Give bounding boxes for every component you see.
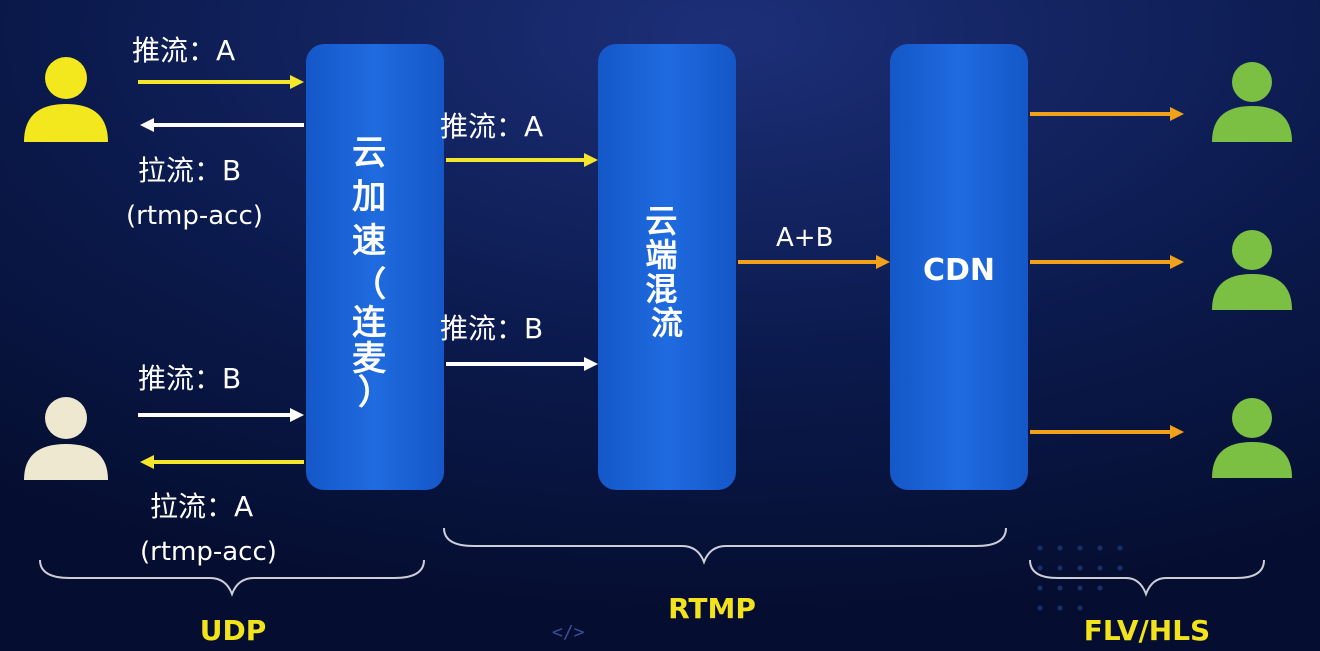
group-label-rtmp: RTMP	[668, 592, 756, 625]
cloud-mixing-box	[598, 44, 736, 490]
group-label-flv-hls: FLV/HLS	[1084, 614, 1210, 647]
arrow-push-b-mid	[446, 357, 598, 371]
brace-udp	[39, 559, 425, 597]
label-pull-a: 拉流：A	[150, 490, 253, 523]
arrow-push-b-left	[138, 408, 304, 422]
label-push-a-left: 推流：A	[132, 34, 235, 67]
arrow-push-a-mid	[446, 153, 598, 167]
acceleration-box	[306, 44, 444, 490]
arrow-pull-a	[140, 455, 304, 469]
arrow-cdn-to-viewer-3	[1030, 425, 1184, 439]
acceleration-box-label: 云 加 速 （ 连 麦 ）	[352, 133, 398, 413]
user-icon-viewer-1	[1212, 62, 1292, 142]
group-label-udp: UDP	[200, 614, 267, 647]
arrow-cdn-to-viewer-2	[1030, 255, 1184, 269]
user-icon-anchor-a	[24, 57, 108, 142]
label-pull-b: 拉流：B	[138, 154, 241, 187]
brace-flv-hls	[1029, 559, 1265, 597]
label-pull-b-protocol: (rtmp-acc)	[126, 201, 263, 231]
user-icon-anchor-b	[24, 397, 108, 480]
arrow-push-a-left	[138, 75, 304, 89]
brace-rtmp	[443, 527, 1007, 565]
watermark-code-icon: </>	[552, 622, 585, 643]
cdn-box-label: CDN	[923, 253, 995, 288]
label-push-b-left: 推流：B	[138, 362, 241, 395]
user-icon-viewer-2	[1212, 230, 1292, 310]
arrow-mix-to-cdn	[738, 255, 890, 269]
cdn-box	[890, 44, 1028, 490]
cloud-mixing-box-label: 云 端 混 流	[645, 202, 688, 342]
label-mix-output: A+B	[776, 223, 833, 253]
label-push-b-mid: 推流：B	[440, 312, 543, 345]
label-pull-a-protocol: (rtmp-acc)	[140, 537, 277, 567]
arrow-pull-b	[140, 118, 304, 132]
dot-pattern-decoration	[1037, 545, 1123, 611]
label-push-a-mid: 推流：A	[440, 110, 543, 143]
user-icon-viewer-3	[1212, 398, 1292, 478]
arrow-cdn-to-viewer-1	[1030, 107, 1184, 121]
